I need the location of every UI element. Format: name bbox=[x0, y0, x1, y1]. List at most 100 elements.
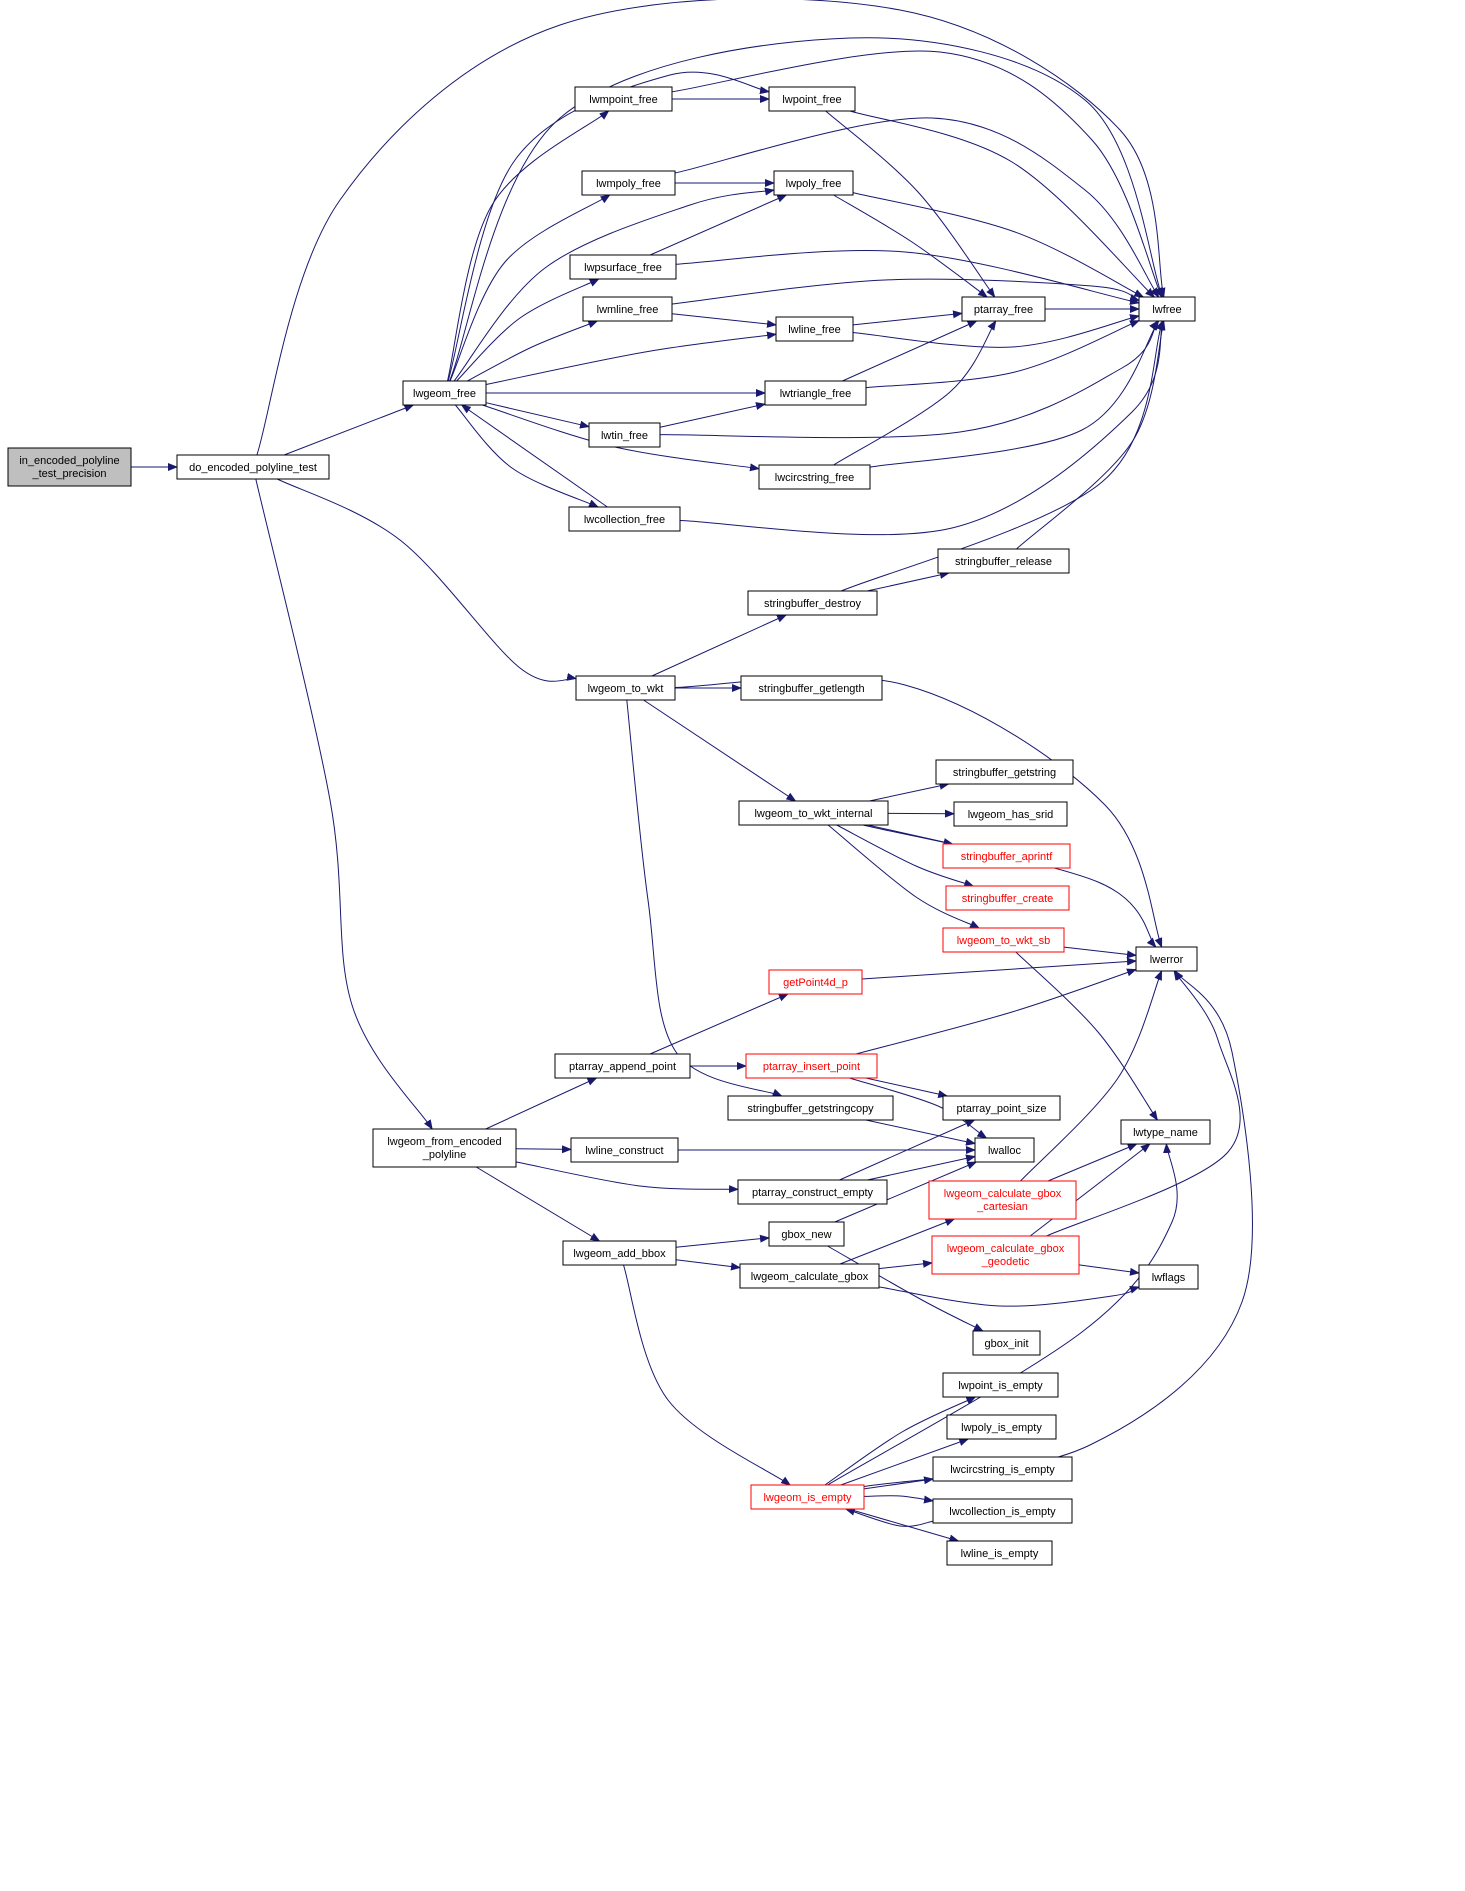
node-lwgeom_calculate_gbox_geodetic[interactable]: lwgeom_calculate_gbox_geodetic bbox=[931, 1235, 1080, 1275]
node-box-lwpsurface_free[interactable] bbox=[569, 254, 677, 280]
node-lwcircstring_free[interactable]: lwcircstring_free bbox=[758, 464, 871, 490]
node-lwfree[interactable]: lwfree bbox=[1138, 296, 1196, 322]
node-box-lwgeom_add_bbox[interactable] bbox=[562, 1240, 677, 1266]
node-getPoint4d_p[interactable]: getPoint4d_p bbox=[768, 969, 863, 995]
node-stringbuffer_release[interactable]: stringbuffer_release bbox=[937, 548, 1070, 574]
node-box-lwpoly_free[interactable] bbox=[773, 170, 854, 196]
node-stringbuffer_getstring[interactable]: stringbuffer_getstring bbox=[935, 759, 1074, 785]
node-lwflags[interactable]: lwflags bbox=[1138, 1264, 1199, 1290]
node-box-do_encoded_polyline_test[interactable] bbox=[176, 454, 330, 480]
node-box-lwtin_free[interactable] bbox=[588, 422, 661, 448]
node-box-lwmline_free[interactable] bbox=[582, 296, 673, 322]
node-ptarray_point_size[interactable]: ptarray_point_size bbox=[942, 1095, 1061, 1121]
node-do_encoded_polyline_test[interactable]: do_encoded_polyline_test bbox=[176, 454, 330, 480]
node-box-stringbuffer_getstringcopy[interactable] bbox=[727, 1095, 894, 1121]
node-box-gbox_init[interactable] bbox=[972, 1330, 1041, 1356]
node-stringbuffer_destroy[interactable]: stringbuffer_destroy bbox=[747, 590, 878, 616]
node-lwgeom_to_wkt[interactable]: lwgeom_to_wkt bbox=[575, 675, 676, 701]
node-box-in_encoded_polyline_test_precision[interactable] bbox=[7, 447, 132, 487]
node-lwpsurface_free[interactable]: lwpsurface_free bbox=[569, 254, 677, 280]
node-lwerror[interactable]: lwerror bbox=[1135, 946, 1198, 972]
node-box-lwgeom_to_wkt[interactable] bbox=[575, 675, 676, 701]
node-lwgeom_calculate_gbox[interactable]: lwgeom_calculate_gbox bbox=[739, 1263, 880, 1289]
node-box-lwgeom_calculate_gbox_geodetic[interactable] bbox=[931, 1235, 1080, 1275]
node-box-lwgeom_calculate_gbox_cartesian[interactable] bbox=[928, 1180, 1077, 1220]
node-lwline_is_empty[interactable]: lwline_is_empty bbox=[946, 1540, 1053, 1566]
node-ptarray_free[interactable]: ptarray_free bbox=[961, 296, 1046, 322]
node-box-lwcircstring_is_empty[interactable] bbox=[932, 1456, 1073, 1482]
node-stringbuffer_getlength[interactable]: stringbuffer_getlength bbox=[740, 675, 883, 701]
node-lwtin_free[interactable]: lwtin_free bbox=[588, 422, 661, 448]
node-gbox_new[interactable]: gbox_new bbox=[768, 1221, 845, 1247]
node-box-lwfree[interactable] bbox=[1138, 296, 1196, 322]
node-box-lwgeom_to_wkt_internal[interactable] bbox=[738, 800, 889, 826]
node-box-lwmpoint_free[interactable] bbox=[574, 86, 673, 112]
node-lwpoint_is_empty[interactable]: lwpoint_is_empty bbox=[942, 1372, 1059, 1398]
node-box-gbox_new[interactable] bbox=[768, 1221, 845, 1247]
node-box-lwgeom_is_empty[interactable] bbox=[750, 1484, 865, 1510]
node-box-lwtype_name[interactable] bbox=[1120, 1119, 1211, 1145]
node-box-lwline_construct[interactable] bbox=[570, 1137, 679, 1163]
node-box-lwflags[interactable] bbox=[1138, 1264, 1199, 1290]
node-box-lwpoint_free[interactable] bbox=[768, 86, 856, 112]
node-box-getPoint4d_p[interactable] bbox=[768, 969, 863, 995]
node-box-ptarray_construct_empty[interactable] bbox=[737, 1179, 888, 1205]
node-lwcollection_is_empty[interactable]: lwcollection_is_empty bbox=[932, 1498, 1073, 1524]
node-box-lwpoint_is_empty[interactable] bbox=[942, 1372, 1059, 1398]
node-lwpoly_free[interactable]: lwpoly_free bbox=[773, 170, 854, 196]
node-box-lwalloc[interactable] bbox=[974, 1137, 1035, 1163]
node-lwgeom_is_empty[interactable]: lwgeom_is_empty bbox=[750, 1484, 865, 1510]
node-lwmpoly_free[interactable]: lwmpoly_free bbox=[581, 170, 676, 196]
node-lwline_construct[interactable]: lwline_construct bbox=[570, 1137, 679, 1163]
node-ptarray_construct_empty[interactable]: ptarray_construct_empty bbox=[737, 1179, 888, 1205]
node-lwcircstring_is_empty[interactable]: lwcircstring_is_empty bbox=[932, 1456, 1073, 1482]
node-box-stringbuffer_getlength[interactable] bbox=[740, 675, 883, 701]
node-box-ptarray_point_size[interactable] bbox=[942, 1095, 1061, 1121]
node-box-lwcircstring_free[interactable] bbox=[758, 464, 871, 490]
node-lwtype_name[interactable]: lwtype_name bbox=[1120, 1119, 1211, 1145]
node-box-lwline_is_empty[interactable] bbox=[946, 1540, 1053, 1566]
node-lwpoly_is_empty[interactable]: lwpoly_is_empty bbox=[946, 1414, 1057, 1440]
node-box-stringbuffer_release[interactable] bbox=[937, 548, 1070, 574]
node-stringbuffer_getstringcopy[interactable]: stringbuffer_getstringcopy bbox=[727, 1095, 894, 1121]
node-box-ptarray_append_point[interactable] bbox=[554, 1053, 691, 1079]
node-lwpoint_free[interactable]: lwpoint_free bbox=[768, 86, 856, 112]
node-box-lwtriangle_free[interactable] bbox=[764, 380, 867, 406]
node-box-lwgeom_has_srid[interactable] bbox=[953, 801, 1068, 827]
node-box-lwerror[interactable] bbox=[1135, 946, 1198, 972]
node-box-lwmpoly_free[interactable] bbox=[581, 170, 676, 196]
node-box-lwpoly_is_empty[interactable] bbox=[946, 1414, 1057, 1440]
node-ptarray_insert_point[interactable]: ptarray_insert_point bbox=[745, 1053, 878, 1079]
node-lwgeom_has_srid[interactable]: lwgeom_has_srid bbox=[953, 801, 1068, 827]
node-lwtriangle_free[interactable]: lwtriangle_free bbox=[764, 380, 867, 406]
node-gbox_init[interactable]: gbox_init bbox=[972, 1330, 1041, 1356]
node-box-lwgeom_to_wkt_sb[interactable] bbox=[942, 927, 1065, 953]
node-lwline_free[interactable]: lwline_free bbox=[775, 316, 854, 342]
node-in_encoded_polyline_test_precision[interactable]: in_encoded_polyline_test_precision bbox=[7, 447, 132, 487]
node-box-stringbuffer_getstring[interactable] bbox=[935, 759, 1074, 785]
node-lwgeom_from_encoded_polyline[interactable]: lwgeom_from_encoded_polyline bbox=[372, 1128, 517, 1168]
node-box-stringbuffer_aprintf[interactable] bbox=[942, 843, 1071, 869]
node-lwalloc[interactable]: lwalloc bbox=[974, 1137, 1035, 1163]
node-ptarray_append_point[interactable]: ptarray_append_point bbox=[554, 1053, 691, 1079]
node-lwgeom_free[interactable]: lwgeom_free bbox=[402, 380, 487, 406]
node-box-ptarray_free[interactable] bbox=[961, 296, 1046, 322]
node-lwcollection_free[interactable]: lwcollection_free bbox=[568, 506, 681, 532]
node-lwgeom_add_bbox[interactable]: lwgeom_add_bbox bbox=[562, 1240, 677, 1266]
node-box-lwline_free[interactable] bbox=[775, 316, 854, 342]
node-stringbuffer_aprintf[interactable]: stringbuffer_aprintf bbox=[942, 843, 1071, 869]
node-box-lwgeom_from_encoded_polyline[interactable] bbox=[372, 1128, 517, 1168]
node-box-ptarray_insert_point[interactable] bbox=[745, 1053, 878, 1079]
node-box-lwgeom_free[interactable] bbox=[402, 380, 487, 406]
node-stringbuffer_create[interactable]: stringbuffer_create bbox=[945, 885, 1070, 911]
node-box-lwgeom_calculate_gbox[interactable] bbox=[739, 1263, 880, 1289]
node-lwgeom_calculate_gbox_cartesian[interactable]: lwgeom_calculate_gbox_cartesian bbox=[928, 1180, 1077, 1220]
node-lwmpoint_free[interactable]: lwmpoint_free bbox=[574, 86, 673, 112]
node-box-stringbuffer_create[interactable] bbox=[945, 885, 1070, 911]
node-lwgeom_to_wkt_internal[interactable]: lwgeom_to_wkt_internal bbox=[738, 800, 889, 826]
node-lwmline_free[interactable]: lwmline_free bbox=[582, 296, 673, 322]
node-box-stringbuffer_destroy[interactable] bbox=[747, 590, 878, 616]
node-box-lwcollection_is_empty[interactable] bbox=[932, 1498, 1073, 1524]
node-box-lwcollection_free[interactable] bbox=[568, 506, 681, 532]
node-lwgeom_to_wkt_sb[interactable]: lwgeom_to_wkt_sb bbox=[942, 927, 1065, 953]
